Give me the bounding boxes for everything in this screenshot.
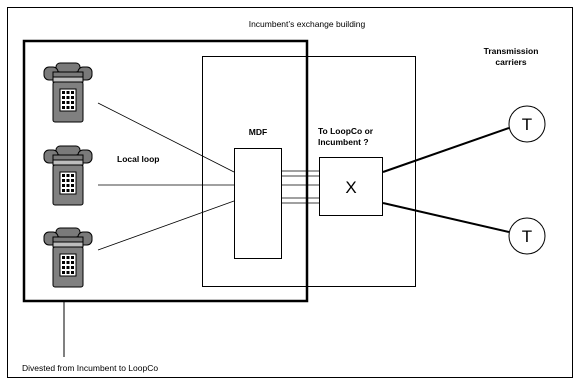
transmission-carrier-2	[508, 217, 546, 255]
mdf-box	[234, 148, 282, 259]
exchange-building-box	[202, 56, 416, 287]
transmission-carrier-1	[508, 105, 546, 143]
building-label: Incumbent’s exchange building	[249, 19, 366, 29]
switch-symbol: X	[345, 178, 356, 197]
carrier-link-2	[382, 202, 510, 233]
local-loop-line-1	[97, 102, 235, 173]
outer-frame	[7, 7, 573, 378]
mdf-label: MDF	[249, 127, 267, 137]
switch-question-line2: Incumbent ?	[318, 137, 369, 147]
divested-label: Divested from Incumbent to LoopCo	[22, 363, 158, 373]
telephone-icon	[43, 62, 93, 123]
transmission-label-line1: Transmission	[484, 46, 539, 56]
local-loop-line-3	[97, 200, 235, 251]
local-loop-label: Local loop	[117, 154, 160, 164]
telephone-icon	[43, 145, 93, 206]
transmission-label-line2: carriers	[495, 57, 526, 67]
switch-box	[319, 157, 383, 216]
carrier-symbol-1: T	[522, 115, 532, 134]
switch-question-line1: To LoopCo or	[318, 126, 374, 136]
carrier-link-1	[382, 127, 510, 173]
carrier-symbol-2: T	[522, 227, 532, 246]
telephone-icon	[43, 227, 93, 288]
